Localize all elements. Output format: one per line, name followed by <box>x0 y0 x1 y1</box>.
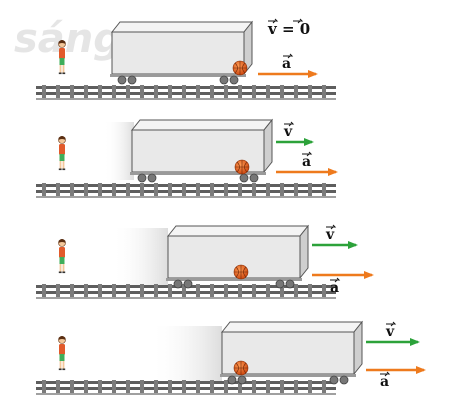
acceleration-label: a <box>330 280 339 296</box>
rail-track-icon <box>36 85 336 100</box>
acceleration-label: a <box>302 154 311 170</box>
scene-2: v a <box>36 119 338 198</box>
ball-icon <box>232 60 248 76</box>
ball-icon <box>233 360 249 376</box>
rail-track-icon <box>36 380 336 395</box>
velocity-zero-label: v = 0 <box>267 20 310 38</box>
ball-icon <box>233 264 249 280</box>
wagon-icon <box>129 119 273 183</box>
ball-icon <box>234 159 250 175</box>
person-icon <box>58 135 66 171</box>
person-icon <box>58 39 66 75</box>
vector-overbars <box>268 18 397 377</box>
scene-3: v a <box>36 225 374 299</box>
scene-1: a v = 0 <box>36 20 336 100</box>
motion-blur <box>104 122 134 180</box>
acceleration-label: a <box>380 374 389 390</box>
motion-blur <box>150 326 222 384</box>
wagon-icon <box>165 225 309 289</box>
person-icon <box>58 335 66 371</box>
person-icon <box>58 238 66 274</box>
velocity-label: v <box>385 324 395 340</box>
velocity-label: v <box>283 124 293 140</box>
motion-blur <box>112 228 168 286</box>
rail-track-icon <box>36 183 336 198</box>
velocity-label: v <box>325 227 335 243</box>
scene-4: v a <box>36 321 426 395</box>
acceleration-label: a <box>282 56 291 72</box>
wagon-icon <box>109 21 253 85</box>
